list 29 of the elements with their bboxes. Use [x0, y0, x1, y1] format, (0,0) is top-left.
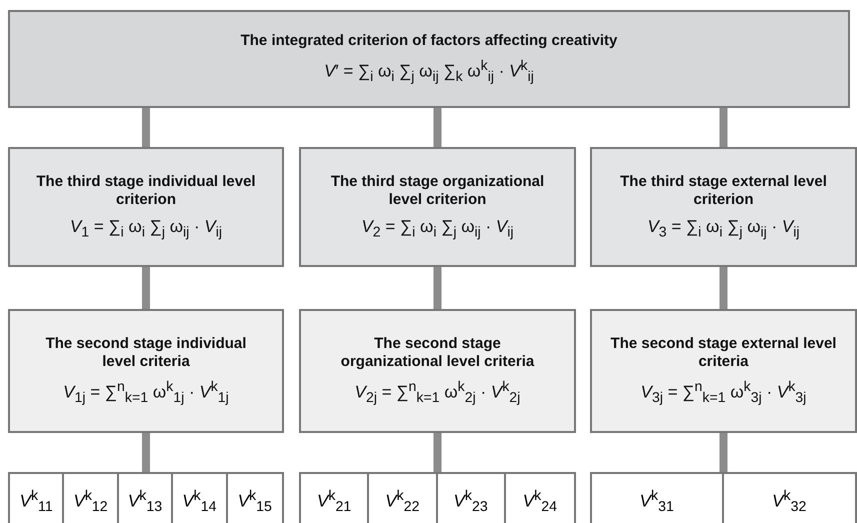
connector-line — [720, 108, 728, 147]
criterion-box — [590, 147, 857, 267]
criterion-box — [299, 147, 576, 267]
connector-line — [434, 108, 442, 147]
criterion-box — [8, 147, 284, 267]
connector-line — [720, 433, 728, 472]
criterion-title: The integrated criterion of factors affecting creativity — [240, 32, 618, 50]
criterion-title: The second stage organizational level criteria — [340, 335, 536, 372]
criterion-title: The second stage external level criteria — [610, 335, 838, 372]
cell-strip — [590, 472, 857, 523]
formula: V$_{2}$ = ∑$_{i}$ ω$_{i}$ ∑$_{j}$ ω$_{ij}$ · V$_{ij}$ — [361, 217, 514, 241]
criterion-box — [8, 10, 850, 108]
formula: V$_{1}$ = ∑$_{i}$ ω$_{i}$ ∑$_{j}$ ω$_{ij}$ · V$_{ij}$ — [70, 217, 222, 241]
connector-line — [720, 267, 728, 309]
criterion-box — [8, 309, 284, 433]
connector-line — [434, 433, 442, 472]
connector-line — [142, 433, 150, 472]
criterion-box — [590, 309, 857, 433]
connector-line — [434, 267, 442, 309]
criterion-box — [299, 309, 576, 433]
connector-line — [142, 108, 150, 147]
criterion-title: The third stage individual level criterion — [35, 173, 257, 210]
criterion-title: The third stage organizational level criterion — [330, 173, 546, 210]
cell-strip — [8, 472, 284, 523]
formula: V$_{3}$ = ∑$_{i}$ ω$_{i}$ ∑$_{j}$ ω$_{ij}$ · V$_{ij}$ — [647, 217, 800, 241]
criterion-title: The third stage external level criterion — [619, 173, 828, 210]
cell-strip — [299, 472, 576, 523]
connector-line — [142, 267, 150, 309]
criterion-title: The second stage individual level criteria — [44, 335, 248, 372]
